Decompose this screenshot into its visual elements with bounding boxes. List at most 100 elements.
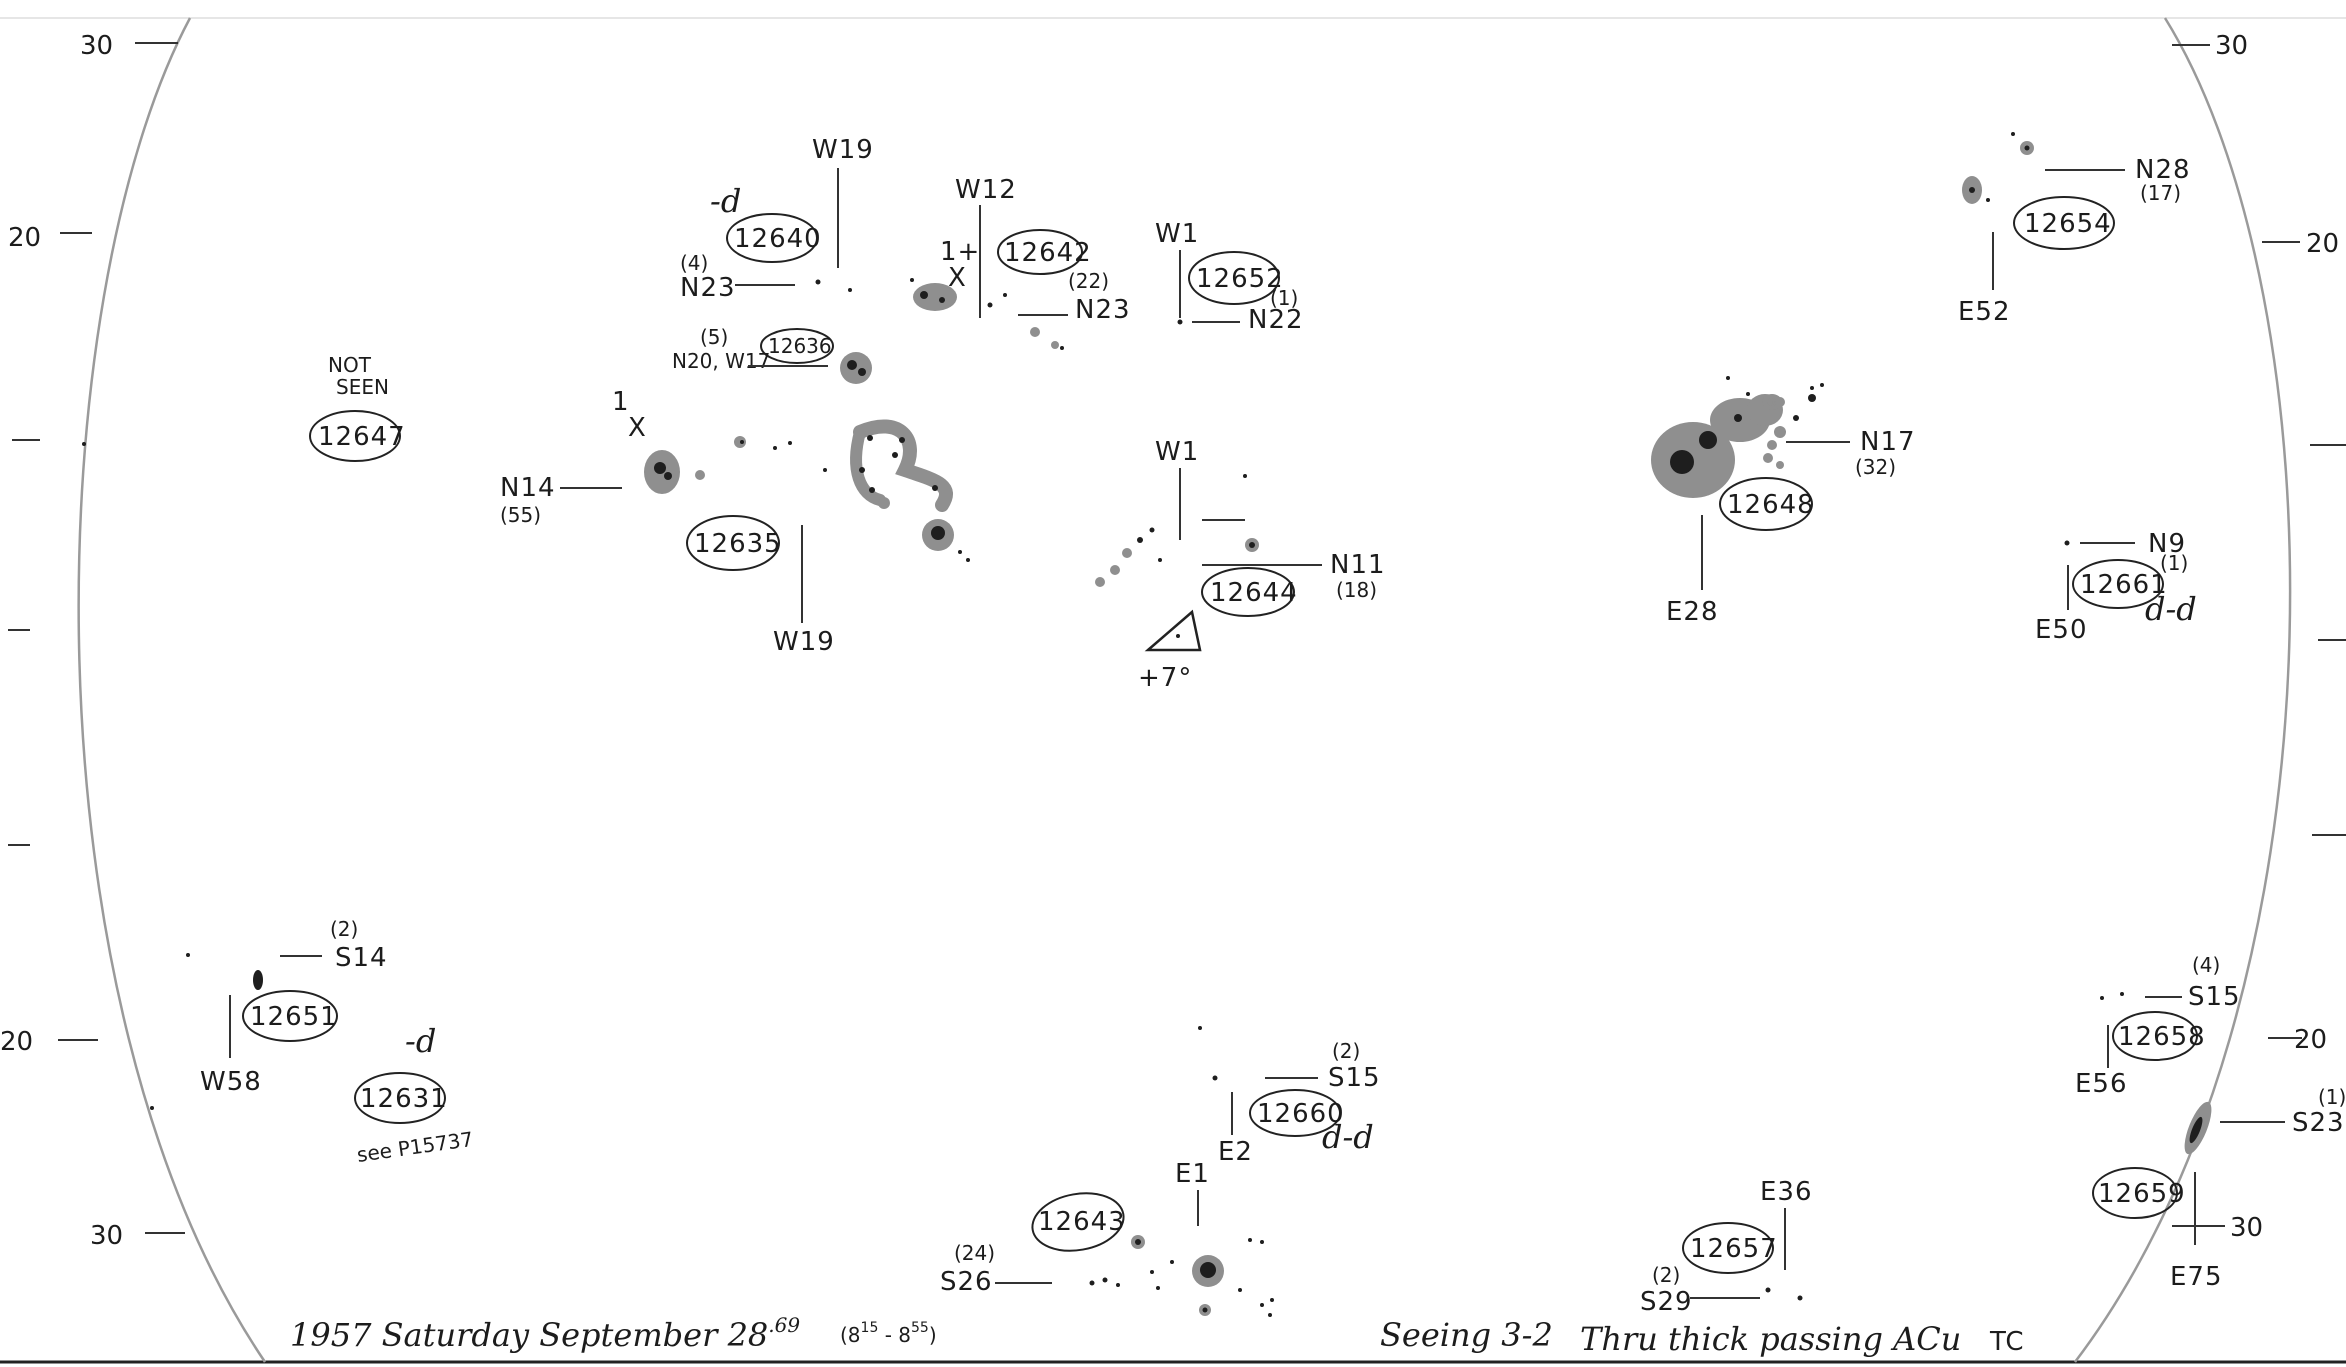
region-12636-number: 12636	[768, 334, 832, 358]
region-12654-latitude: N28	[2135, 155, 2191, 185]
region-12644-latitude: N11	[1330, 550, 1386, 580]
observation-footer: 1957 Saturday September 28.69 (815 - 855…	[290, 1313, 2025, 1358]
region-12651-spot-count: (2)	[330, 917, 358, 941]
region-12661-spot-count: (1)	[2160, 551, 2188, 575]
region-12660-note: d-d	[1322, 1118, 1374, 1156]
region-12642-spot-count: (22)	[1068, 269, 1109, 293]
region-12647: NOT SEEN 12647	[82, 353, 406, 462]
region-12648-spot-count: (32)	[1855, 455, 1896, 479]
region-12657: E36 12657 (2) S29	[1640, 1177, 1813, 1317]
region-12660-spot-count: (2)	[1332, 1039, 1360, 1063]
region-12635-longitude: W19	[773, 627, 835, 657]
region-12651-latitude: S14	[335, 943, 388, 973]
region-12643-longitude: E1	[1175, 1159, 1210, 1189]
region-12660-number: 12660	[1257, 1099, 1345, 1129]
observation-time: (815 - 855)	[840, 1320, 937, 1347]
tick-label-right-30-north: 30	[2215, 31, 2248, 61]
region-12640-spot-count: (4)	[680, 251, 708, 275]
region-12652-longitude: W1	[1155, 219, 1199, 249]
region-12643-number: 12643	[1038, 1207, 1126, 1237]
region-12654-longitude: E52	[1958, 297, 2011, 327]
region-12659-spot-count: (1)	[2318, 1085, 2346, 1109]
region-12661-latitude: N9	[2148, 529, 2186, 559]
latitude-ticks-left: 30 20 20 30	[0, 31, 185, 1251]
region-12635: 1 X N14 (55) 12635 W19	[500, 387, 970, 657]
region-12642-cross-mark: X	[948, 263, 967, 293]
region-12652: W1 12652 (1) N22	[1155, 219, 1304, 335]
region-12661-longitude: E50	[2035, 615, 2088, 645]
region-12661-number: 12661	[2080, 570, 2168, 600]
region-12660-longitude: E2	[1218, 1137, 1253, 1167]
tick-label-right-20-south: 20	[2294, 1025, 2327, 1055]
tick-label-left-20-south: 20	[0, 1027, 33, 1057]
region-12654-spot-count: (17)	[2140, 181, 2181, 205]
region-12659-longitude: E75	[2170, 1262, 2223, 1292]
region-12652-number: 12652	[1196, 264, 1284, 294]
region-12654: N28 (17) 12654 E52	[1958, 132, 2191, 327]
region-12635-spot-count: (55)	[500, 503, 541, 527]
region-12642-latitude: N23	[1075, 295, 1131, 325]
region-12635-number: 12635	[694, 529, 782, 559]
region-12648: N17 (32) 12648 E28	[1651, 376, 1916, 627]
region-12640-latitude: N23	[680, 273, 736, 303]
latitude-ticks-right: 30 20 20	[2172, 31, 2346, 1055]
region-12658: (4) S15 12658 E56	[2075, 953, 2241, 1099]
region-12643-latitude: S26	[940, 1267, 993, 1297]
region-12642-number: 12642	[1004, 238, 1092, 268]
tick-label-left-30-south: 30	[90, 1221, 123, 1251]
region-12643: E1 12643 (24) S26	[940, 1159, 1274, 1317]
region-12657-latitude: S29	[1640, 1287, 1693, 1317]
region-12635-latitude: N14	[500, 473, 556, 503]
triangle-mark-label: +7°	[1138, 663, 1192, 693]
region-12659-number: 12659	[2098, 1179, 2186, 1209]
region-12661-note: d-d	[2145, 590, 2197, 628]
region-12644-number: 12644	[1210, 578, 1298, 608]
region-12640: W19 -d 12640 (4) N23	[680, 135, 874, 303]
region-12659-tick-label: 30	[2230, 1213, 2263, 1243]
region-12651-longitude: W58	[200, 1067, 262, 1097]
tick-label-right-20-north: 20	[2306, 229, 2339, 259]
observer-initials: TC	[1989, 1327, 2025, 1357]
region-12648-latitude: N17	[1860, 427, 1916, 457]
region-12651: (2) S14 12651 W58	[150, 917, 388, 1110]
region-12658-latitude: S15	[2188, 982, 2241, 1012]
tick-label-left-30-north: 30	[80, 31, 113, 61]
region-12636-position: N20, W17	[672, 349, 770, 373]
region-12644-longitude: W1	[1155, 437, 1199, 467]
region-12636-spot-count: (5)	[700, 325, 728, 349]
region-12631: -d 12631 see P15737	[354, 1022, 475, 1167]
triangle-mark: +7°	[1138, 609, 1202, 693]
region-12640-longitude: W19	[812, 135, 874, 165]
region-12660: (2) S15 12660 d-d E2	[1198, 1026, 1380, 1167]
region-12659-latitude: S23	[2292, 1108, 2345, 1138]
region-12648-longitude: E28	[1666, 597, 1719, 627]
region-12640-number: 12640	[734, 224, 822, 254]
region-12635-note: 1	[612, 387, 630, 417]
region-12640-note: -d	[710, 182, 741, 220]
region-12659: (1) S23 12659 30 E75	[2092, 1085, 2346, 1292]
region-12654-number: 12654	[2024, 209, 2112, 239]
region-12644-spot-count: (18)	[1336, 578, 1377, 602]
region-12652-spot-count: (1)	[1270, 286, 1298, 310]
region-12631-note: -d	[405, 1022, 436, 1060]
region-12657-number: 12657	[1690, 1234, 1778, 1264]
region-12642: W12 1+ X 12642 (22) N23	[910, 175, 1131, 350]
observation-conditions: Thru thick passing ACu	[1580, 1320, 1961, 1358]
region-12648-number: 12648	[1727, 490, 1815, 520]
region-12651-number: 12651	[250, 1002, 338, 1032]
observation-date: 1957 Saturday September 28.69	[290, 1313, 800, 1354]
solar-limb-right	[2074, 17, 2292, 1363]
region-12657-longitude: E36	[1760, 1177, 1813, 1207]
region-12643-spot-count: (24)	[954, 1241, 995, 1265]
region-12647-note-line2: SEEN	[336, 375, 389, 399]
region-12657-spot-count: (2)	[1652, 1263, 1680, 1287]
region-12647-number: 12647	[318, 422, 406, 452]
region-12658-number: 12658	[2118, 1022, 2206, 1052]
region-12658-spot-count: (4)	[2192, 953, 2220, 977]
region-12636: (5) 12636 N20, W17	[672, 325, 872, 384]
region-12642-longitude: W12	[955, 175, 1017, 205]
solar-limb-left	[77, 17, 267, 1363]
region-12631-number: 12631	[360, 1084, 448, 1114]
region-12652-latitude: N22	[1248, 305, 1304, 335]
